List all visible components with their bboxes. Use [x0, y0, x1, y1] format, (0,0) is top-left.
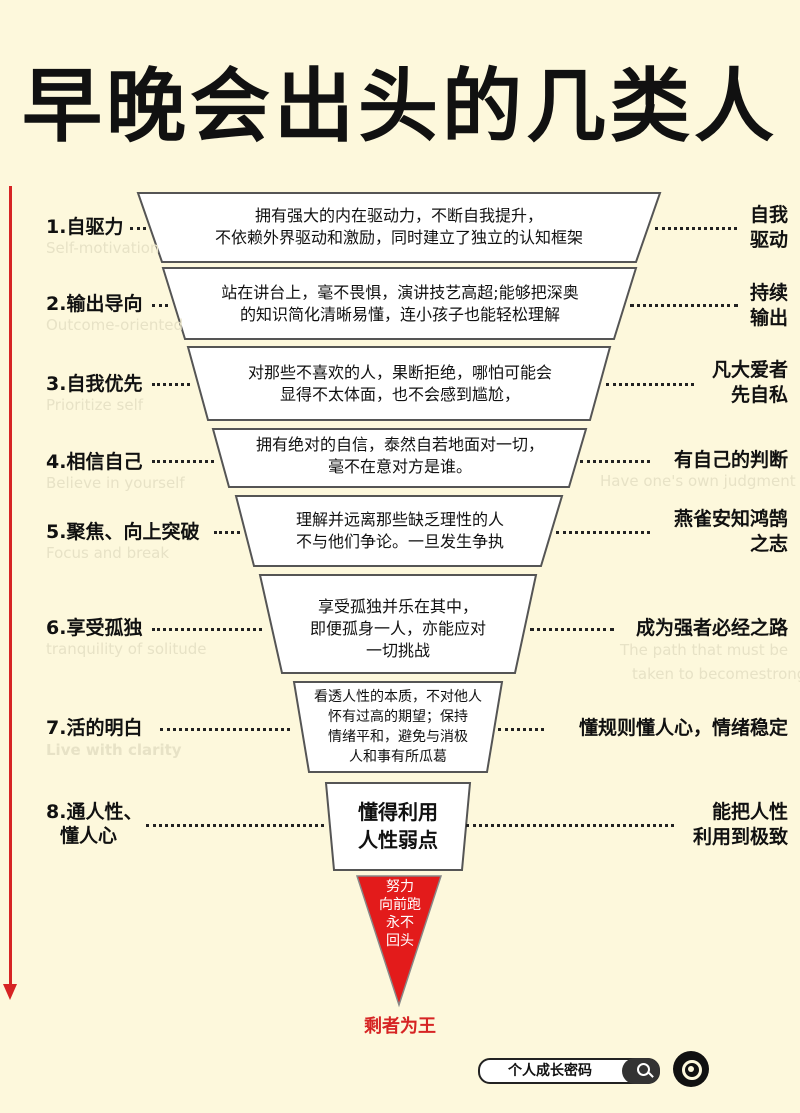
row-1-label: 1.自驱力: [46, 216, 124, 238]
funnel-tip-text: 努力向前跑永不回头: [379, 879, 421, 949]
search-button[interactable]: [622, 1058, 660, 1084]
row-3-sublabel: Prioritize self: [46, 396, 144, 414]
final-caption: 剩者为王: [364, 1016, 436, 1037]
row-1-right-label: 自我驱动: [749, 204, 788, 251]
row-6-sublabel: tranquility of solitude: [46, 640, 207, 658]
row-6-right-label: 成为强者必经之路: [635, 617, 788, 639]
row-5-left-dots: [214, 531, 240, 534]
search-icon: [637, 1063, 650, 1076]
row-2-text: 站在讲台上，毫不畏惧，演讲技艺高超;能够把深奥的知识简化清晰易懂，连小孩子也能轻…: [221, 283, 579, 324]
row-1-sublabel: Self-motivation: [46, 239, 160, 257]
funnel-box-5: [234, 495, 564, 567]
row-4-right-dots: [580, 460, 650, 463]
row-6-label: 6.享受孤独: [46, 617, 143, 639]
row-2-sublabel: Outcome-oriented: [46, 316, 184, 334]
row-8-right-label: 能把人性利用到极致: [692, 801, 788, 848]
funnel-box-3: [186, 346, 612, 421]
row-8-label: 8.通人性、懂人心: [46, 801, 143, 847]
row-6-right-dots: [530, 628, 614, 631]
row-4-left-dots: [152, 460, 214, 463]
row-3-right-label: 凡大爱者先自私: [711, 359, 788, 406]
page-title: 早晚会出头的几类人: [22, 60, 778, 153]
progress-arrow-line: [9, 186, 12, 986]
row-2-left-dots: [152, 304, 168, 307]
row-3-text: 对那些不喜欢的人，果断拒绝，哪怕可能会显得不太体面，也不会感到尴尬，: [247, 363, 552, 404]
funnel-box-1: [136, 192, 662, 263]
funnel-box-8: [324, 782, 472, 871]
row-6-text: 享受孤独并乐在其中，即便孤身一人，亦能应对一切挑战: [309, 597, 486, 660]
row-8-right-dots: [466, 824, 674, 827]
row-8-text: 懂得利用人性弱点: [358, 800, 438, 852]
funnel-box-4: [211, 428, 588, 488]
row-6-right-sublabel-1: The path that must be: [620, 641, 789, 659]
row-5-sublabel: Focus and break: [46, 544, 170, 562]
row-7-right-label: 懂规则懂人心，情绪稳定: [578, 717, 788, 739]
row-7-right-dots: [498, 728, 544, 731]
row-4-right-label: 有自己的判断: [673, 449, 788, 471]
row-4-right-sublabel: Have one's own judgment: [600, 472, 796, 490]
row-7-text: 看透人性的本质，不对他人怀有过高的期望；保持情绪平和，避免与消极人和事有所瓜葛: [314, 689, 482, 765]
brand-logo-icon: [673, 1051, 709, 1087]
row-7-sublabel: Live with clarity: [46, 741, 182, 759]
funnel-box-6: [258, 574, 538, 674]
row-1-left-dots: [130, 227, 146, 230]
row-1-right-dots: [655, 227, 737, 230]
row-7-label: 7.活的明白: [46, 717, 143, 739]
row-2-right-label: 持续输出: [749, 282, 788, 329]
row-5-right-dots: [556, 531, 650, 534]
funnel-box-2: [161, 267, 638, 340]
row-5-text: 理解并远离那些缺乏理性的人不与他们争论。一旦发生争执: [295, 510, 504, 551]
row-2-right-dots: [630, 304, 738, 307]
row-6-left-dots: [152, 628, 262, 631]
row-3-label: 3.自我优先: [46, 373, 143, 395]
row-5-label: 5.聚焦、向上突破: [46, 521, 200, 543]
row-8-left-dots: [146, 824, 324, 827]
row-7-left-dots: [160, 728, 290, 731]
search-bar[interactable]: 个人成长密码: [478, 1058, 660, 1084]
row-5-right-label: 燕雀安知鸿鹄之志: [673, 508, 788, 555]
search-text: 个人成长密码: [508, 1063, 592, 1079]
row-4-sublabel: Believe in yourself: [46, 474, 185, 492]
row-3-left-dots: [152, 383, 190, 386]
row-1-text: 拥有强大的内在驱动力，不断自我提升，不依赖外界驱动和激励，同时建立了独立的认知框…: [214, 206, 583, 247]
row-6-right-sublabel-2: taken to becomestrong: [632, 665, 800, 683]
funnel-tip: [355, 875, 443, 1008]
funnel-box-7: [292, 681, 504, 773]
row-4-text: 拥有绝对的自信，泰然自若地面对一切，毫不在意对方是谁。: [255, 435, 544, 476]
row-2-label: 2.输出导向: [46, 293, 143, 315]
row-3-right-dots: [606, 383, 694, 386]
row-4-label: 4.相信自己: [46, 451, 143, 473]
arrow-down-icon: [3, 984, 17, 1000]
